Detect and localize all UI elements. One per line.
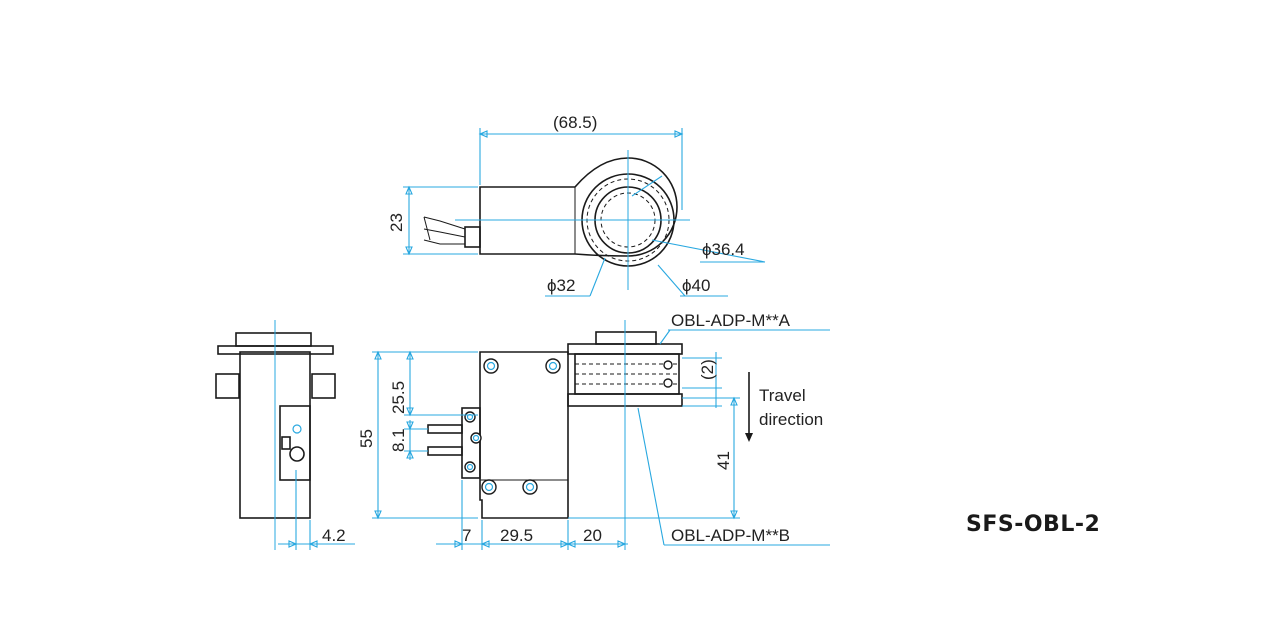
- dim-connector-offset: 8.1: [389, 428, 408, 452]
- dim-diameter-inner: ϕ32: [547, 276, 575, 295]
- dim-diameter-mid: ϕ36.4: [702, 240, 745, 259]
- dimension-labels: (68.5) 23 ϕ36.4 ϕ40 ϕ32 55 25.5 8.1 4.2 …: [322, 113, 823, 545]
- label-adapter-b: OBL-ADP-M**B: [671, 526, 790, 545]
- label-travel-line2: direction: [759, 410, 823, 429]
- model-name: SFS-OBL-2: [966, 512, 1101, 537]
- dim-ring-gap: (2): [698, 359, 717, 380]
- dim-base-20: 20: [583, 526, 602, 545]
- dim-height-top: 23: [387, 213, 406, 232]
- front-view: [372, 320, 830, 550]
- dim-travel-height: 41: [714, 451, 733, 470]
- top-view: [403, 128, 766, 297]
- label-adapter-a: OBL-ADP-M**A: [671, 311, 791, 330]
- dim-base-7: 7: [462, 526, 471, 545]
- dim-overall-height: 55: [357, 429, 376, 448]
- dim-side-offset: 4.2: [322, 526, 346, 545]
- dim-overall-width: (68.5): [553, 113, 597, 132]
- dim-diameter-outer: ϕ40: [682, 276, 710, 295]
- dim-base-29-5: 29.5: [500, 526, 533, 545]
- side-view: [215, 320, 355, 550]
- label-travel-line1: Travel: [759, 386, 806, 405]
- dim-upper-height: 25.5: [389, 381, 408, 414]
